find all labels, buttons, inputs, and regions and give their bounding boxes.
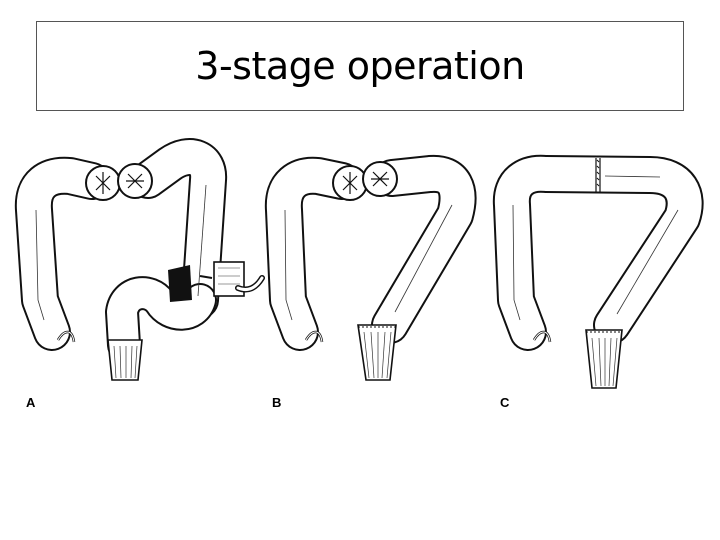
panel-label-c: C xyxy=(500,395,510,410)
panel-b xyxy=(264,154,477,381)
panel-label-a: A xyxy=(26,395,36,410)
panel-label-b: B xyxy=(272,395,281,410)
title-box: 3-stage operation xyxy=(36,21,684,111)
panel-c xyxy=(492,154,704,389)
page-title: 3-stage operation xyxy=(195,44,525,88)
panel-a xyxy=(14,138,265,381)
